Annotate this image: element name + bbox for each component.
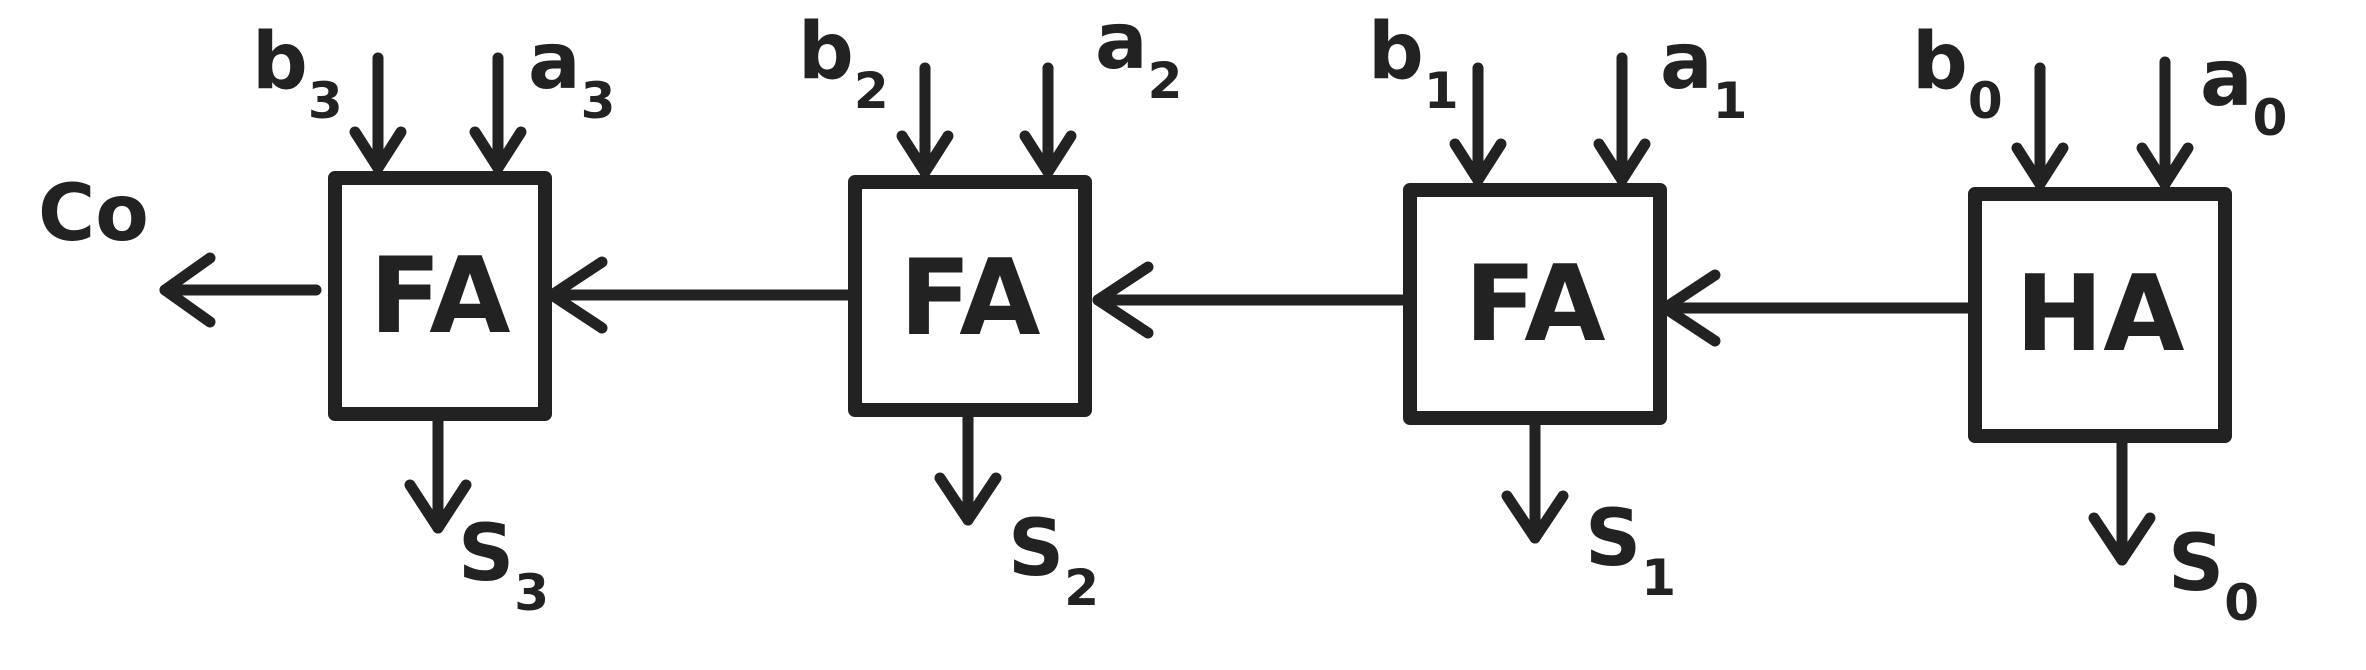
input-arrowhead-a2 <box>1019 130 1077 178</box>
input-label-a0: a0 <box>2200 34 2287 147</box>
carry-arrowhead-fa2 <box>1092 261 1154 339</box>
full-adder-bit2: FA b2 a2 S2 <box>798 0 1182 617</box>
input-arrowhead-a1 <box>1593 138 1651 186</box>
input-label-a2: a2 <box>1095 0 1182 110</box>
output-arrowhead-s1 <box>1501 490 1569 544</box>
output-label-s1: S1 <box>1585 494 1676 607</box>
block-fa2 <box>848 175 1092 417</box>
carry-out-arrowhead <box>159 252 216 328</box>
input-arrowhead-b3 <box>349 126 407 174</box>
block-label-fa2: FA <box>900 237 1041 359</box>
output-arrowhead-s0 <box>2088 512 2156 566</box>
half-adder-bit0: HA b0 a0 S0 <box>1912 17 2287 632</box>
input-arrowhead-a0 <box>2136 142 2194 190</box>
full-adder-bit1: FA b1 a1 S1 <box>1368 7 1747 607</box>
output-arrowhead-s2 <box>934 472 1002 526</box>
input-label-b0: b0 <box>1912 17 2003 130</box>
output-arrowhead-s3 <box>404 479 472 534</box>
block-label-fa1: FA <box>1465 243 1606 365</box>
block-ha0 <box>1968 187 2232 443</box>
carry-out-label: Co <box>38 169 149 259</box>
input-arrowhead-b0 <box>2011 142 2069 190</box>
output-label-s0: S0 <box>2168 519 2259 632</box>
input-arrowhead-b2 <box>896 130 954 178</box>
input-label-a3: a3 <box>528 17 615 130</box>
input-label-b2: b2 <box>798 7 889 120</box>
block-label-fa3: FA <box>370 235 511 357</box>
block-label-ha0: HA <box>2015 253 2184 375</box>
full-adder-bit3: FA b3 a3 S3 <box>252 17 615 622</box>
input-label-a1: a1 <box>1660 17 1747 130</box>
input-arrowhead-b1 <box>1449 138 1507 186</box>
input-label-b1: b1 <box>1368 7 1459 120</box>
output-label-s3: S3 <box>458 509 549 622</box>
input-arrowhead-a3 <box>469 126 527 174</box>
input-label-b3: b3 <box>252 17 343 130</box>
output-label-s2: S2 <box>1008 504 1099 617</box>
